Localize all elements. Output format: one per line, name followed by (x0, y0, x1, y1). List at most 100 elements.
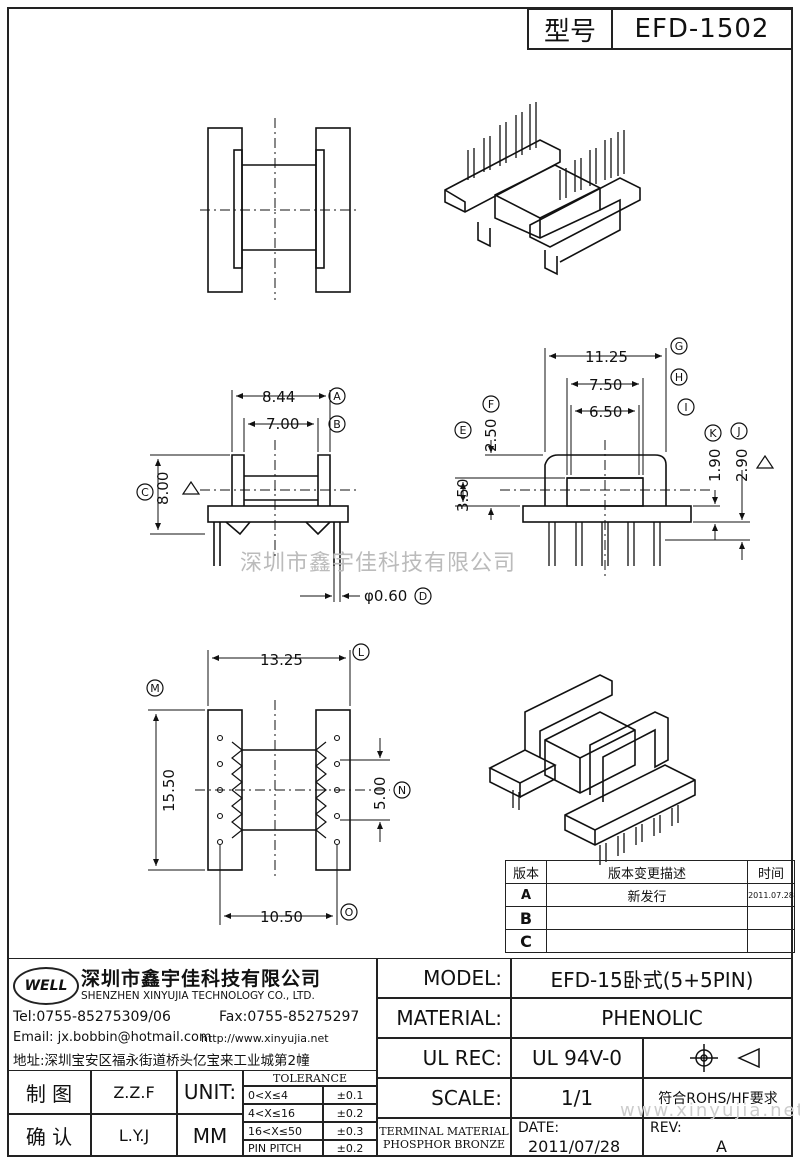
date-label: DATE: (518, 1120, 560, 1136)
watermark-text: 深圳市鑫宇佳科技有限公司 (240, 551, 517, 576)
dim-8-44: 8.44 (262, 388, 295, 406)
ulrec-label: UL REC: (377, 1038, 511, 1078)
marker-m: M (150, 682, 160, 695)
title-block: 型号 EFD-1502 (527, 8, 793, 50)
scale-value: 1/1 (511, 1078, 643, 1118)
dim-2-50: 2.50 (482, 419, 500, 452)
scale-label: SCALE: (377, 1078, 511, 1118)
model-number-value: EFD-1502 (634, 14, 770, 44)
dim-11-25: 11.25 (585, 348, 628, 366)
marker-g: G (675, 340, 684, 353)
rev-row-date: 2011.07.28 (747, 883, 795, 907)
tolerance-range: 0<X≤4 (243, 1086, 323, 1104)
dim-0-60: φ0.60 (364, 587, 407, 605)
rev-row-desc (546, 906, 748, 930)
marker-k: K (709, 427, 717, 440)
rev-row-date (747, 929, 795, 953)
terminal-material-label: TERMINAL MATERIAL (379, 1124, 509, 1138)
check-name: L.Y.J (91, 1114, 177, 1157)
date-value: 2011/07/28 (528, 1137, 621, 1156)
tolerance-value: ±0.2 (323, 1140, 377, 1157)
tolerance-range: 16<X≤50 (243, 1122, 323, 1140)
dim-7-50: 7.50 (589, 376, 622, 394)
revision-table: 版本 版本变更描述 时间 A 新发行 2011.07.28 B C (505, 860, 795, 953)
tolerance-value: ±0.1 (323, 1086, 377, 1104)
dim-1-90: 1.90 (706, 449, 724, 482)
title-block-bottom: WELL 深圳市鑫宇佳科技有限公司 SHENZHEN XINYUJIA TECH… (7, 958, 793, 1157)
marker-j: J (736, 425, 740, 438)
dim-7-00: 7.00 (266, 415, 299, 433)
dim-6-50: 6.50 (589, 403, 622, 421)
marker-a: A (333, 390, 341, 403)
rev-cell: REV: A (643, 1118, 793, 1157)
watermark-url: www.xinyujia.net (620, 1100, 800, 1121)
company-name-cn: 深圳市鑫宇佳科技有限公司 (81, 968, 322, 990)
dim-5-00: 5.00 (371, 777, 389, 810)
third-angle-projection-icon (690, 1044, 760, 1072)
dim-8-00: 8.00 (154, 472, 172, 505)
rohs-compliance: 符合ROHS/HF要求 (643, 1078, 793, 1118)
company-address: 地址:深圳宝安区福永街道桥头亿宝来工业城第2幢 (13, 1053, 310, 1069)
front-view (150, 390, 360, 602)
marker-b: B (333, 418, 341, 431)
dim-2-90: 2.90 (733, 449, 751, 482)
material-label: MATERIAL: (377, 998, 511, 1038)
rev-row-date (747, 906, 795, 930)
unit-label: UNIT: (177, 1070, 243, 1114)
tolerance-range: PIN PITCH (243, 1140, 323, 1157)
ulrec-value: UL 94V-0 (511, 1038, 643, 1078)
marker-l: L (358, 646, 365, 659)
tolerance-value: ±0.2 (323, 1104, 377, 1122)
terminal-material-value: PHOSPHOR BRONZE (382, 1137, 506, 1151)
draw-label: 制 图 (7, 1070, 91, 1114)
tolerance-range: 4<X≤16 (243, 1104, 323, 1122)
side-view (455, 348, 750, 580)
bottom-view (148, 650, 390, 925)
model-value: EFD-15卧式(5+5PIN) (511, 958, 793, 998)
top-view (200, 118, 360, 300)
dim-10-50: 10.50 (260, 908, 303, 926)
check-label: 确 认 (7, 1114, 91, 1157)
rev-header-date: 时间 (747, 860, 795, 884)
marker-h: H (675, 371, 683, 384)
rev-row-version: B (505, 906, 547, 930)
date-cell: DATE: 2011/07/28 (511, 1118, 643, 1157)
callout-markers (136, 337, 775, 921)
material-value: PHENOLIC (511, 998, 793, 1038)
draw-name: Z.Z.F (91, 1070, 177, 1114)
dim-13-25: 13.25 (260, 651, 303, 669)
rev-label: REV: (650, 1120, 682, 1136)
tolerance-title: TOLERANCE (243, 1070, 377, 1086)
company-block: WELL 深圳市鑫宇佳科技有限公司 SHENZHEN XINYUJIA TECH… (7, 958, 377, 1070)
company-tel: Tel:0755-85275309/06 (13, 1009, 171, 1025)
rev-row-version: C (505, 929, 547, 953)
model-label: MODEL: (377, 958, 511, 998)
company-logo: WELL (13, 967, 79, 1005)
terminal-material: TERMINAL MATERIAL PHOSPHOR BRONZE (377, 1118, 511, 1157)
tolerance-value: ±0.3 (323, 1122, 377, 1140)
dim-15-50: 15.50 (160, 769, 178, 812)
company-web: http://www.xinyujia.net (201, 1032, 329, 1045)
rev-value: A (716, 1137, 727, 1156)
unit-value: MM (177, 1114, 243, 1157)
isometric-view-bottom (488, 674, 696, 865)
marker-f: F (488, 398, 494, 411)
rev-header-desc: 版本变更描述 (546, 860, 748, 884)
isometric-view-top (444, 102, 641, 276)
rev-row-version: A (505, 883, 547, 907)
technical-drawing: 8.44 7.00 8.00 φ0.60 11.25 7.50 6.50 2.5… (136, 102, 775, 926)
marker-c: C (141, 486, 149, 499)
rev-row-desc (546, 929, 748, 953)
rev-row-desc: 新发行 (546, 883, 748, 907)
rev-header-version: 版本 (505, 860, 547, 884)
marker-o: O (345, 906, 354, 919)
projection-symbol (643, 1038, 793, 1078)
company-email: Email: jx.bobbin@hotmail.com (13, 1030, 212, 1045)
company-fax: Fax:0755-85275297 (219, 1009, 360, 1025)
marker-i: I (684, 401, 687, 414)
dim-3-50: 3.50 (454, 479, 472, 512)
marker-e: E (460, 424, 467, 437)
marker-n: N (398, 784, 406, 797)
marker-d: D (419, 590, 427, 603)
model-number-label: 型号 (529, 10, 613, 48)
